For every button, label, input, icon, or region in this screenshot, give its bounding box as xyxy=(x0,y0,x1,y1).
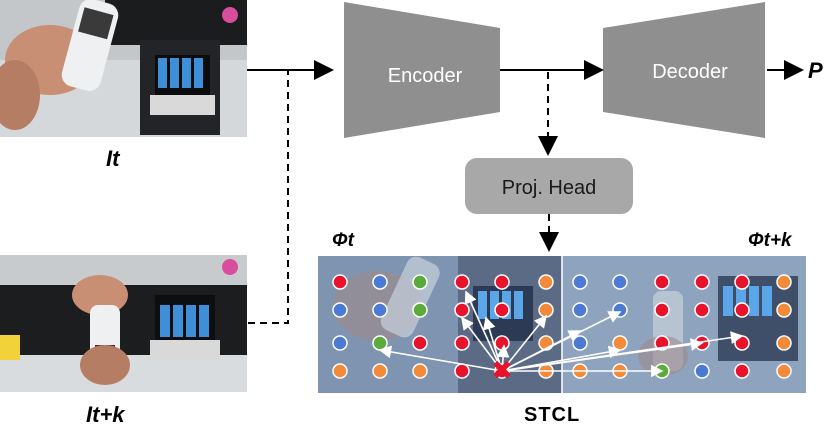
decoder-label: Decoder xyxy=(652,61,728,83)
future-frame-dashed-path xyxy=(248,70,289,324)
output-label: P xyxy=(808,58,823,83)
stcl-caption: STCL xyxy=(524,404,581,426)
feature-dot-t-k xyxy=(572,335,588,351)
frame-t-k-label: It+k xyxy=(86,402,125,427)
feature-dot-t xyxy=(412,274,428,290)
feature-dot-t xyxy=(332,274,348,290)
feature-dot-t xyxy=(494,274,510,290)
feature-dot-t-k xyxy=(734,335,750,351)
contrast-arrow xyxy=(378,345,503,372)
feature-dot-t xyxy=(372,274,388,290)
frame-t-label: It xyxy=(106,146,120,171)
feature-dot-t-k xyxy=(776,274,792,290)
contrast-arrow xyxy=(496,344,510,372)
feature-maps-panel: ✖ xyxy=(318,256,806,393)
contrast-arrow xyxy=(461,316,503,372)
encoder-label: Encoder xyxy=(388,65,463,87)
encoder-block xyxy=(344,2,500,138)
feature-dot-t-k xyxy=(694,363,710,379)
feature-map-t-label: Φt xyxy=(332,230,354,251)
feature-dot-t xyxy=(332,363,348,379)
feature-dot-t xyxy=(494,302,510,318)
feature-dot-t xyxy=(454,335,470,351)
proj-head-label: Proj. Head xyxy=(502,177,597,199)
contrast-arrow xyxy=(501,311,622,372)
contrast-arrow xyxy=(501,314,547,372)
feature-dot-t-k xyxy=(612,274,628,290)
feature-dot-t-k xyxy=(572,302,588,318)
feature-dot-t-k xyxy=(694,274,710,290)
frame-t-k-scene xyxy=(0,255,247,392)
feature-dot-t-k xyxy=(734,274,750,290)
frame-t-k-photo xyxy=(0,255,247,392)
feature-dot-t xyxy=(538,274,554,290)
feature-dot-t xyxy=(332,302,348,318)
feature-map-t-k-label: Φt+k xyxy=(748,230,792,251)
feature-dot-t-k xyxy=(734,302,750,318)
feature-dot-t xyxy=(538,302,554,318)
feature-dot-t-k xyxy=(734,363,750,379)
feature-dot-t xyxy=(454,274,470,290)
frame-t-scene xyxy=(0,0,247,137)
feature-dot-t-k xyxy=(612,335,628,351)
contrast-arrow xyxy=(464,290,503,372)
feature-dot-t xyxy=(332,335,348,351)
contrast-arrow xyxy=(501,331,744,372)
feature-dot-t-k xyxy=(654,302,670,318)
feature-dot-t xyxy=(454,363,470,379)
frame-t-photo xyxy=(0,0,247,137)
feature-dot-t xyxy=(412,302,428,318)
anchor-x-icon: ✖ xyxy=(491,356,513,386)
feature-dot-t-k xyxy=(654,274,670,290)
feature-dot-t xyxy=(372,302,388,318)
feature-dot-t-k xyxy=(776,302,792,318)
proj-head-box xyxy=(465,158,633,214)
feature-dot-t-k xyxy=(572,274,588,290)
feature-dot-t-k xyxy=(776,335,792,351)
decoder-block xyxy=(603,2,765,138)
feature-dot-t xyxy=(412,335,428,351)
feature-dot-t xyxy=(372,335,388,351)
feature-dot-t xyxy=(494,335,510,351)
feature-dot-t xyxy=(412,363,428,379)
feature-dot-t-k xyxy=(694,302,710,318)
feature-maps-svg: ✖ xyxy=(318,256,806,393)
feature-dot-t xyxy=(454,302,470,318)
feature-dot-t xyxy=(372,363,388,379)
contrast-arrow xyxy=(483,316,503,372)
feature-dot-t-k xyxy=(776,363,792,379)
